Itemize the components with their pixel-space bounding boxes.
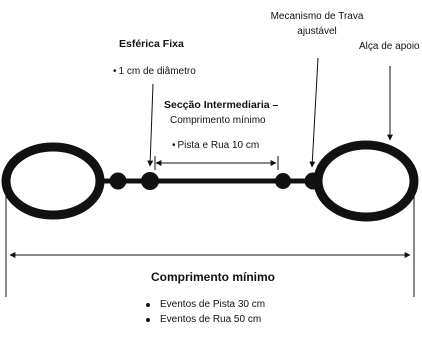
list-item: Eventos de Pista 30 cm	[146, 297, 265, 312]
intermediate-section-detail: •Pista e Rua 10 cm	[172, 140, 260, 151]
left-handle-loop	[1, 142, 105, 220]
right-handle-loop	[313, 140, 419, 222]
fixed-sphere-detail: •1 cm de diâmetro	[113, 66, 196, 77]
left-outer-sphere	[109, 172, 127, 190]
handle-label: Alça de apoio	[359, 41, 420, 52]
lock-sphere-right	[304, 172, 322, 190]
fixed-sphere-title: Esférica Fixa	[119, 38, 184, 50]
intermediate-section-subtitle: Comprimento mínimo	[170, 115, 266, 126]
list-item: Eventos de Rua 50 cm	[146, 312, 265, 327]
fixed-sphere	[141, 172, 159, 190]
bullet-icon	[146, 302, 150, 307]
fixed-sphere-arrow	[147, 83, 154, 167]
min-length-title: Comprimento mínimo	[151, 270, 276, 284]
min-length-list: Eventos de Pista 30 cm Eventos de Rua 50…	[146, 297, 265, 327]
lock-mechanism-arrow	[309, 57, 319, 168]
bullet-icon	[146, 317, 150, 322]
lock-sphere-left	[275, 173, 291, 189]
lock-mechanism-label: Mecanismo de Trava ajustável	[270, 11, 364, 37]
intermediate-section-title: Secção Intermediaria –	[164, 99, 279, 111]
